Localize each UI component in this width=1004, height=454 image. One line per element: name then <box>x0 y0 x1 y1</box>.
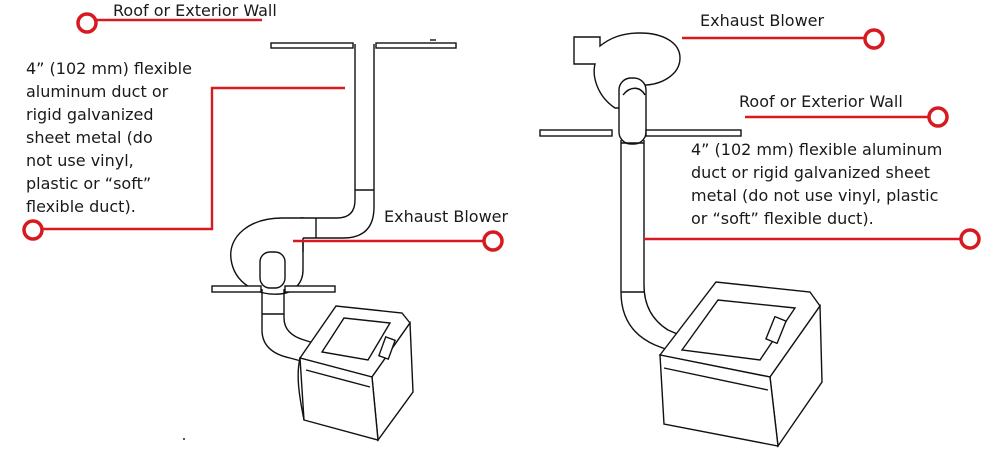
left-duct-leader <box>22 86 345 241</box>
right-roof-label: Roof or Exterior Wall <box>739 92 903 111</box>
left-blower-label: Exhaust Blower <box>384 207 509 226</box>
right-roof-leader <box>745 106 949 128</box>
right-duct-label: 4” (102 mm) flexible aluminum duct or ri… <box>691 140 943 228</box>
left-install-diagram <box>183 39 457 442</box>
left-roof-label: Roof or Exterior Wall <box>113 1 277 20</box>
left-duct-label: 4” (102 mm) flexible aluminum duct or ri… <box>26 59 192 216</box>
right-install-diagram <box>539 32 823 448</box>
right-laser-machine <box>658 281 823 448</box>
left-blower-leader <box>293 230 504 252</box>
left-lower-duct <box>261 289 321 365</box>
left-roof-plate <box>270 39 457 49</box>
right-vertical-duct <box>620 140 683 351</box>
right-exhaust-blower <box>573 32 681 109</box>
right-blower-label: Exhaust Blower <box>700 11 825 30</box>
right-duct-leader <box>644 228 981 250</box>
left-vertical-duct <box>300 44 375 239</box>
left-laser-machine <box>297 305 414 442</box>
right-roof-plate <box>539 129 742 137</box>
left-floor-plate <box>211 285 336 293</box>
right-blower-leader <box>682 28 885 50</box>
left-roof-leader <box>76 12 262 34</box>
